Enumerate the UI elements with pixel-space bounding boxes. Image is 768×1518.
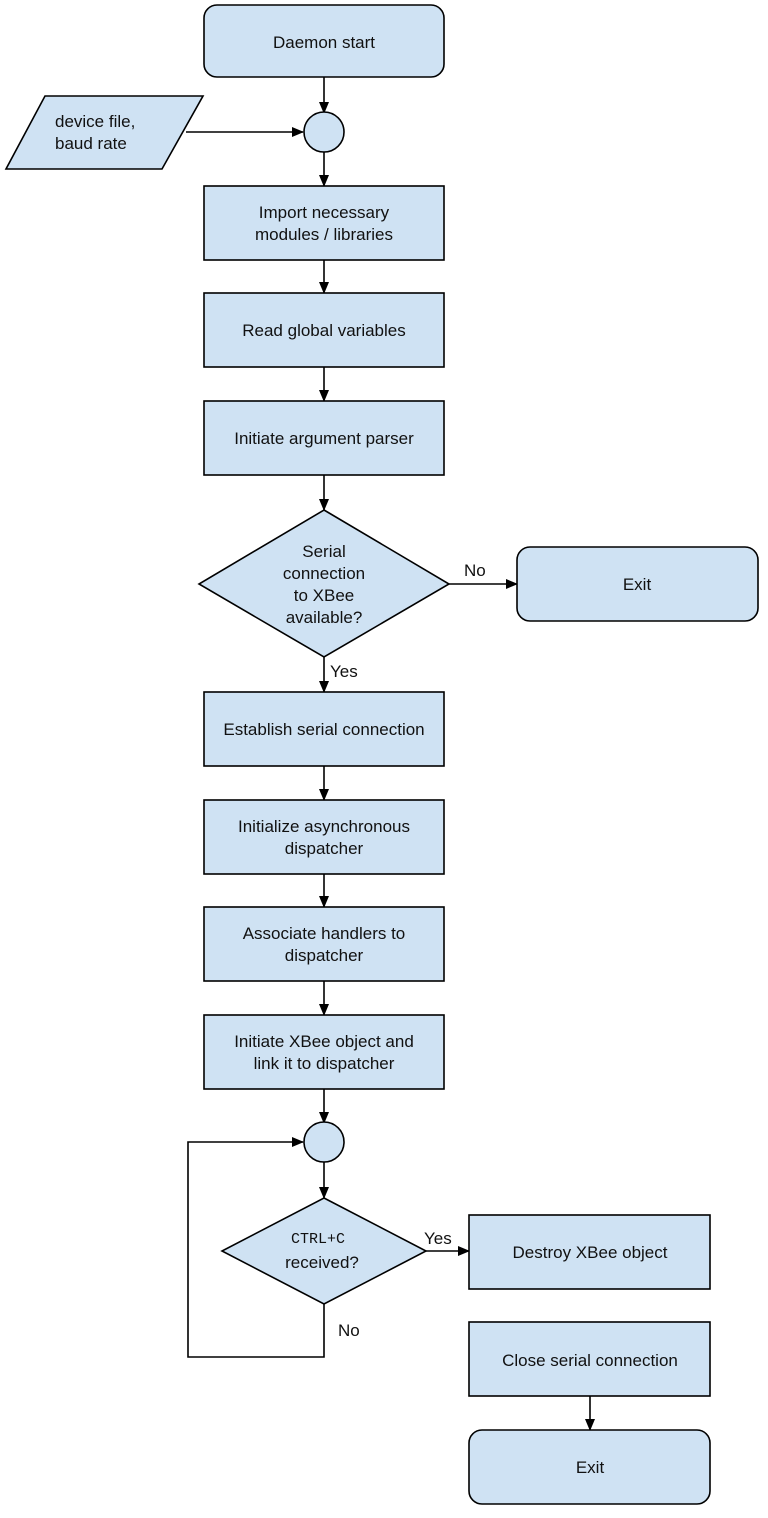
establish-label: Establish serial connection bbox=[223, 720, 424, 739]
arg-parser-label: Initiate argument parser bbox=[234, 429, 414, 448]
node-read-globals: Read global variables bbox=[203, 292, 445, 368]
import-label-line-1: Import necessary bbox=[259, 203, 390, 222]
edge-label-serial-yes: Yes bbox=[330, 662, 358, 681]
daemon-start-label: Daemon start bbox=[273, 33, 375, 52]
node-import: Import necessary modules / libraries bbox=[203, 185, 445, 261]
node-init-dispatcher: Initialize asynchronous dispatcher bbox=[203, 799, 445, 875]
close-serial-label: Close serial connection bbox=[502, 1351, 678, 1370]
destroy-label: Destroy XBee object bbox=[513, 1243, 668, 1262]
init-xbee-line-2: link it to dispatcher bbox=[254, 1054, 395, 1073]
read-globals-label: Read global variables bbox=[242, 321, 406, 340]
node-destroy: Destroy XBee object bbox=[468, 1214, 711, 1290]
edge-label-ctrlc-no: No bbox=[338, 1321, 360, 1340]
edge-ctrlc-no-loop bbox=[187, 1137, 325, 1358]
decision-serial-line-3: to XBee bbox=[294, 586, 355, 605]
node-exit-1: Exit bbox=[516, 546, 759, 622]
decision-serial-line-1: Serial bbox=[302, 542, 345, 561]
merge-node-2 bbox=[303, 1121, 345, 1163]
decision-serial-line-2: connection bbox=[283, 564, 365, 583]
node-daemon-start: Daemon start bbox=[203, 4, 445, 78]
merge-node-1 bbox=[303, 111, 345, 153]
input-label-line-1: device file, bbox=[55, 112, 135, 131]
node-exit-2: Exit bbox=[468, 1429, 711, 1505]
associate-line-2: dispatcher bbox=[285, 946, 364, 965]
init-xbee-line-1: Initiate XBee object and bbox=[234, 1032, 414, 1051]
edge-label-ctrlc-yes: Yes bbox=[424, 1229, 452, 1248]
node-init-xbee: Initiate XBee object and link it to disp… bbox=[203, 1014, 445, 1090]
node-decision-serial: Serial connection to XBee available? bbox=[197, 509, 451, 658]
edge-label-serial-no: No bbox=[464, 561, 486, 580]
node-decision-ctrlc: CTRL+C received? bbox=[220, 1197, 428, 1305]
exit-2-label: Exit bbox=[576, 1458, 605, 1477]
node-close-serial: Close serial connection bbox=[468, 1321, 711, 1397]
node-establish: Establish serial connection bbox=[203, 691, 445, 767]
decision-ctrlc-code: CTRL+C bbox=[291, 1231, 345, 1248]
init-dispatcher-line-2: dispatcher bbox=[285, 839, 364, 858]
node-associate: Associate handlers to dispatcher bbox=[203, 906, 445, 982]
exit-1-label: Exit bbox=[623, 575, 652, 594]
input-label-line-2: baud rate bbox=[55, 134, 127, 153]
node-input: device file, baud rate bbox=[4, 95, 205, 170]
decision-serial-line-4: available? bbox=[286, 608, 363, 627]
init-dispatcher-line-1: Initialize asynchronous bbox=[238, 817, 410, 836]
decision-ctrlc-text: received? bbox=[285, 1253, 359, 1272]
import-label-line-2: modules / libraries bbox=[255, 225, 393, 244]
connectors bbox=[186, 77, 595, 1431]
associate-line-1: Associate handlers to bbox=[243, 924, 406, 943]
node-arg-parser: Initiate argument parser bbox=[203, 400, 445, 476]
